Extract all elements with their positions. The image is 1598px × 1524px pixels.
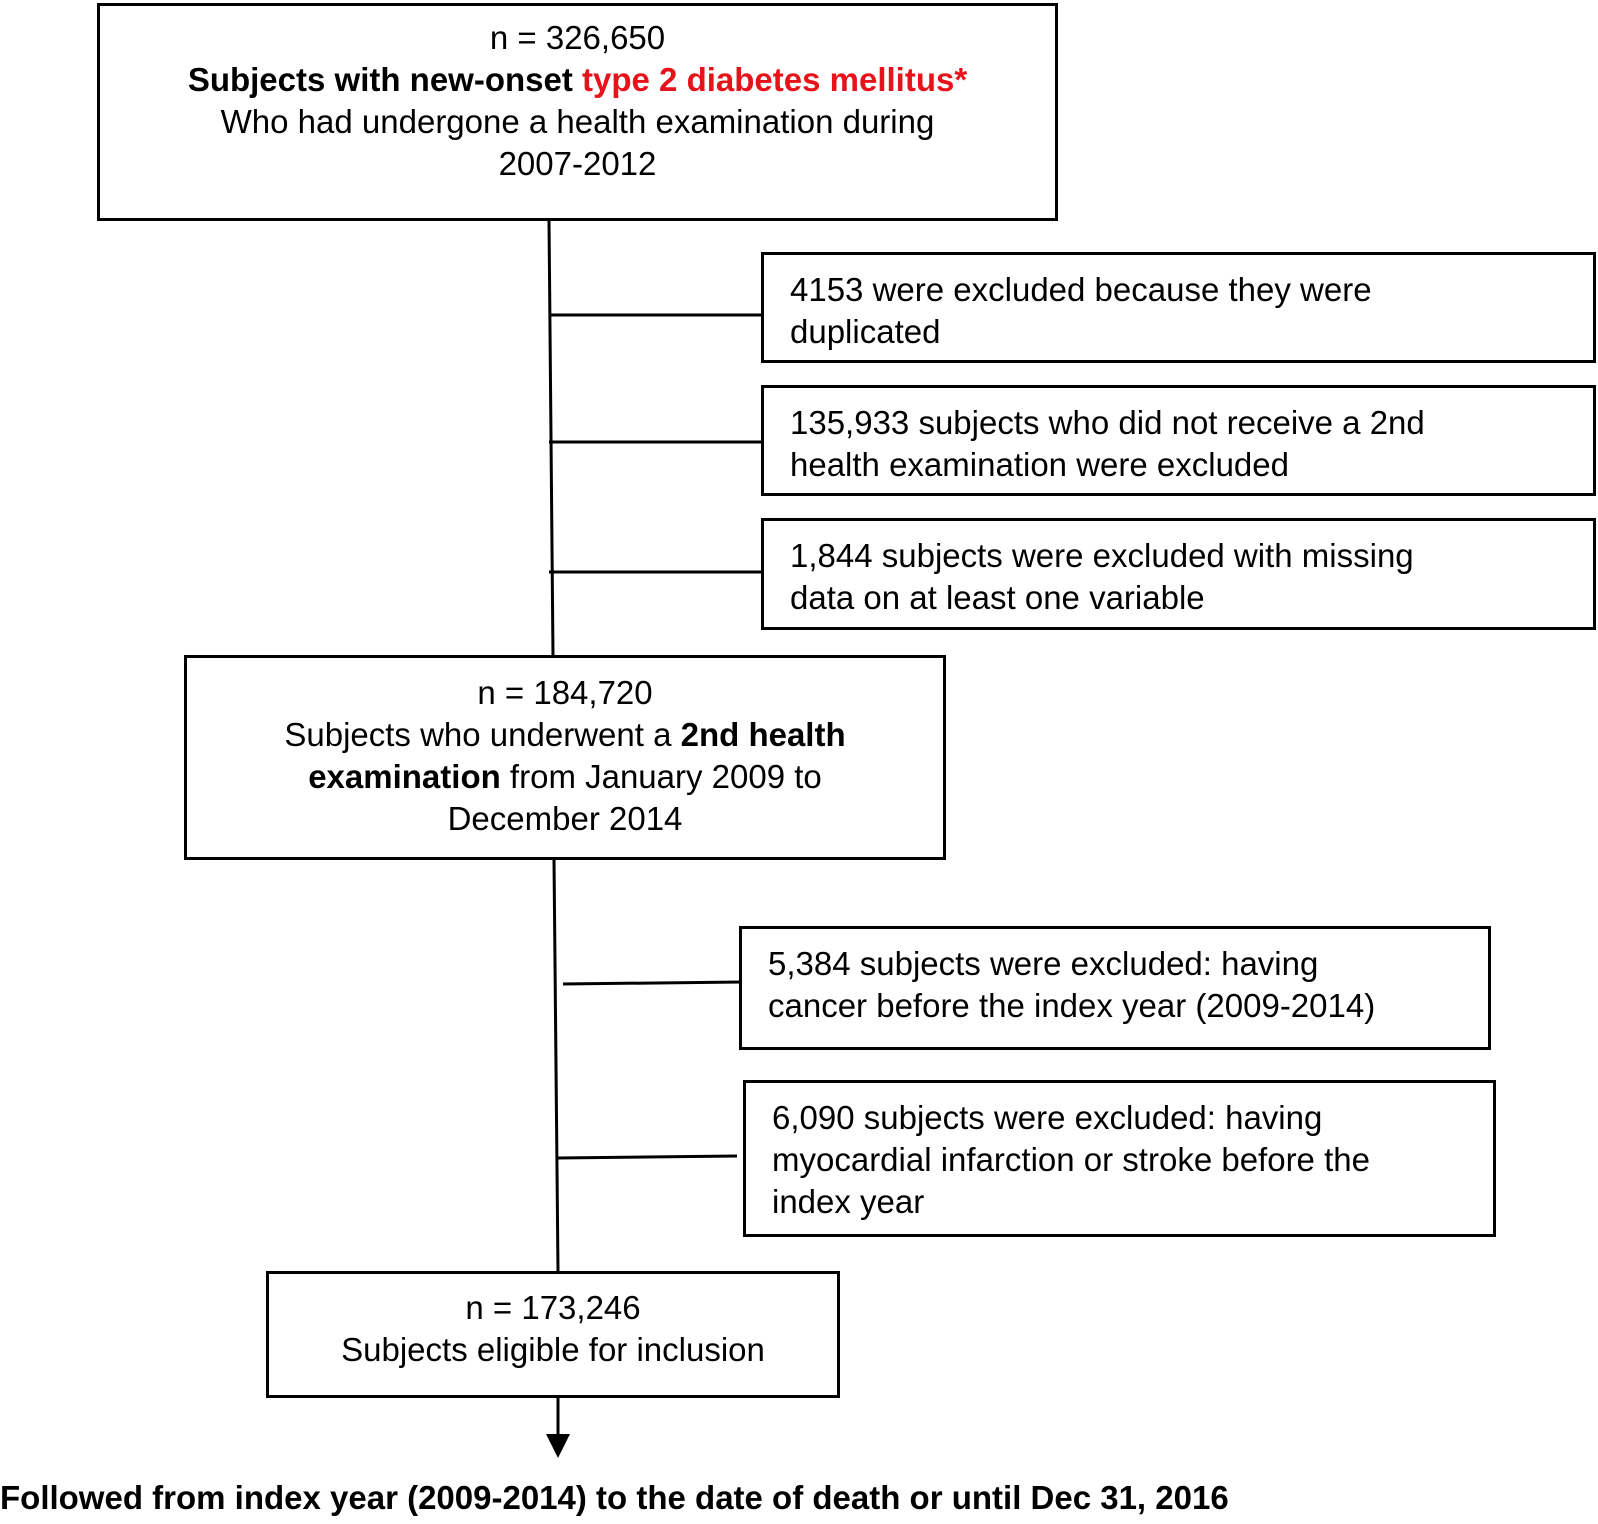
exclusion-box-missing-data — [761, 518, 1596, 630]
exclusion-duplicated-line1: 4153 were excluded because they were — [790, 271, 1372, 308]
second-exam-line4: December 2014 — [447, 800, 683, 837]
exclusion-box-duplicated — [761, 252, 1596, 363]
exclusion-text-mi-stroke: 6,090 subjects were excluded: having myo… — [772, 1097, 1487, 1223]
eligible-count: n = 173,246 — [465, 1289, 641, 1326]
eligible-text: n = 173,246 Subjects eligible for inclus… — [266, 1287, 840, 1371]
exclusion-text-no-2nd-exam: 135,933 subjects who did not receive a 2… — [790, 402, 1570, 486]
follow-up-caption: Followed from index year (2009-2014) to … — [0, 1479, 1229, 1516]
exclusion-missing-data-line2: data on at least one variable — [790, 579, 1205, 616]
initial-cohort-title: Subjects with new-onset type 2 diabetes … — [97, 59, 1058, 101]
diabetes-highlight: type 2 diabetes mellitus* — [582, 61, 968, 98]
exclusion-text-missing-data: 1,844 subjects were excluded with missin… — [790, 535, 1570, 619]
initial-cohort-box — [97, 3, 1058, 221]
initial-cohort-subjects: Subjects with new-onset — [187, 61, 583, 98]
branch-line-excl4 — [562, 980, 743, 986]
exclusion-mi-stroke-line3: index year — [772, 1183, 925, 1220]
second-exam-bold1: 2nd health — [680, 716, 846, 753]
exclusion-text-duplicated: 4153 were excluded because they were dup… — [790, 269, 1570, 353]
second-exam-box — [184, 655, 946, 860]
initial-cohort-years: 2007-2012 — [498, 145, 657, 182]
exclusion-missing-data-line1: 1,844 subjects were excluded with missin… — [790, 537, 1414, 574]
second-exam-line2: Subjects who underwent a 2nd health — [184, 714, 946, 756]
exclusion-no-2nd-exam-line2: health examination were excluded — [790, 446, 1289, 483]
second-exam-post: from January 2009 to — [500, 758, 822, 795]
initial-cohort-text: n = 326,650 Subjects with new-onset type… — [97, 17, 1058, 185]
exclusion-no-2nd-exam-line1: 135,933 subjects who did not receive a 2… — [790, 404, 1425, 441]
exclusion-box-mi-stroke — [743, 1080, 1496, 1237]
second-exam-text: n = 184,720 Subjects who underwent a 2nd… — [184, 672, 946, 840]
initial-cohort-count: n = 326,650 — [489, 19, 666, 56]
exclusion-text-cancer: 5,384 subjects were excluded: having can… — [768, 943, 1483, 1027]
branch-line-excl5 — [557, 1154, 738, 1160]
trunk-line-top — [547, 219, 555, 657]
second-exam-count: n = 184,720 — [477, 674, 653, 711]
exclusion-mi-stroke-line2: myocardial infarction or stroke before t… — [772, 1141, 1370, 1178]
arrow-head — [546, 1434, 570, 1458]
exclusion-box-cancer — [739, 926, 1491, 1050]
trunk-line-middle — [552, 859, 560, 1273]
second-exam-pre: Subjects who underwent a — [284, 716, 681, 753]
exclusion-duplicated-line2: duplicated — [790, 313, 941, 350]
eligible-box — [266, 1271, 840, 1398]
exclusion-box-no-2nd-exam — [761, 385, 1596, 496]
initial-cohort-desc: Who had undergone a health examination d… — [220, 103, 935, 140]
eligible-label: Subjects eligible for inclusion — [341, 1331, 765, 1368]
exclusion-cancer-line1: 5,384 subjects were excluded: having — [768, 945, 1319, 982]
second-exam-line3: examination from January 2009 to — [184, 756, 946, 798]
second-exam-bold2: examination — [308, 758, 501, 795]
exclusion-cancer-line2: cancer before the index year (2009-2014) — [768, 987, 1376, 1024]
exclusion-mi-stroke-line1: 6,090 subjects were excluded: having — [772, 1099, 1323, 1136]
